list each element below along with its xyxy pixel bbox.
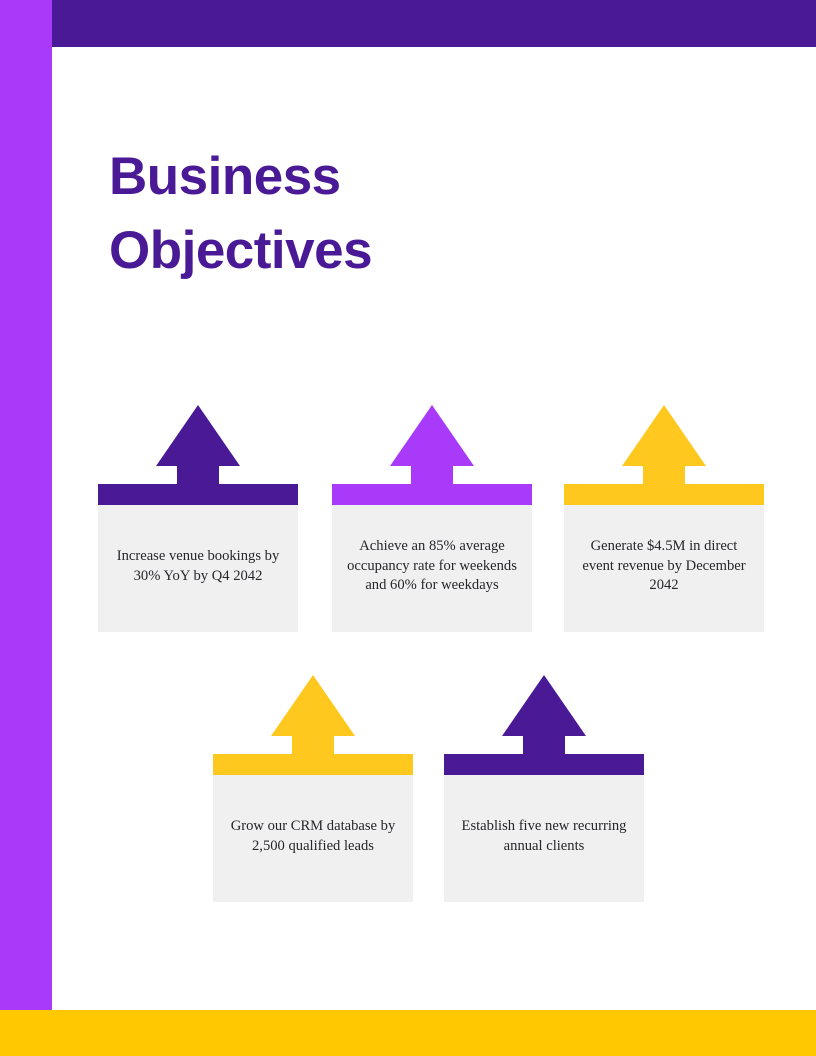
objective-item: Generate $4.5M in direct event revenue b… — [564, 400, 765, 632]
objective-text: Establish five new recurring annual clie… — [461, 817, 627, 854]
objective-card: Grow our CRM database by 2,500 qualified… — [213, 775, 413, 902]
objective-card: Establish five new recurring annual clie… — [444, 775, 644, 902]
top-accent-bar — [52, 0, 816, 47]
objective-item: Achieve an 85% average occupancy rate fo… — [332, 400, 532, 632]
objective-item: Establish five new recurring annual clie… — [444, 670, 645, 902]
objective-text: Achieve an 85% average occupancy rate fo… — [347, 538, 517, 594]
page-title: Business Objectives — [109, 147, 373, 280]
objective-text: Increase venue bookings by 30% YoY by Q4… — [116, 547, 280, 584]
objective-card: Increase venue bookings by 30% YoY by Q4… — [98, 505, 298, 632]
up-arrow-icon — [622, 405, 706, 490]
objective-accent-bar — [98, 484, 298, 505]
objective-text: Grow our CRM database by 2,500 qualified… — [230, 817, 396, 854]
bottom-accent-bar — [0, 1010, 816, 1056]
left-accent-stripe — [0, 0, 52, 1010]
objective-card: Generate $4.5M in direct event revenue b… — [564, 505, 764, 632]
up-arrow-icon — [271, 675, 355, 760]
objective-accent-bar — [444, 754, 644, 775]
up-arrow-icon — [502, 675, 586, 760]
objective-card: Achieve an 85% average occupancy rate fo… — [332, 505, 532, 632]
up-arrow-icon — [390, 405, 474, 490]
objective-accent-bar — [213, 754, 413, 775]
objective-text: Generate $4.5M in direct event revenue b… — [582, 538, 746, 594]
objective-accent-bar — [332, 484, 532, 505]
objective-item: Increase venue bookings by 30% YoY by Q4… — [98, 400, 298, 632]
objective-item: Grow our CRM database by 2,500 qualified… — [213, 670, 413, 902]
objective-accent-bar — [564, 484, 764, 505]
up-arrow-icon — [156, 405, 240, 490]
